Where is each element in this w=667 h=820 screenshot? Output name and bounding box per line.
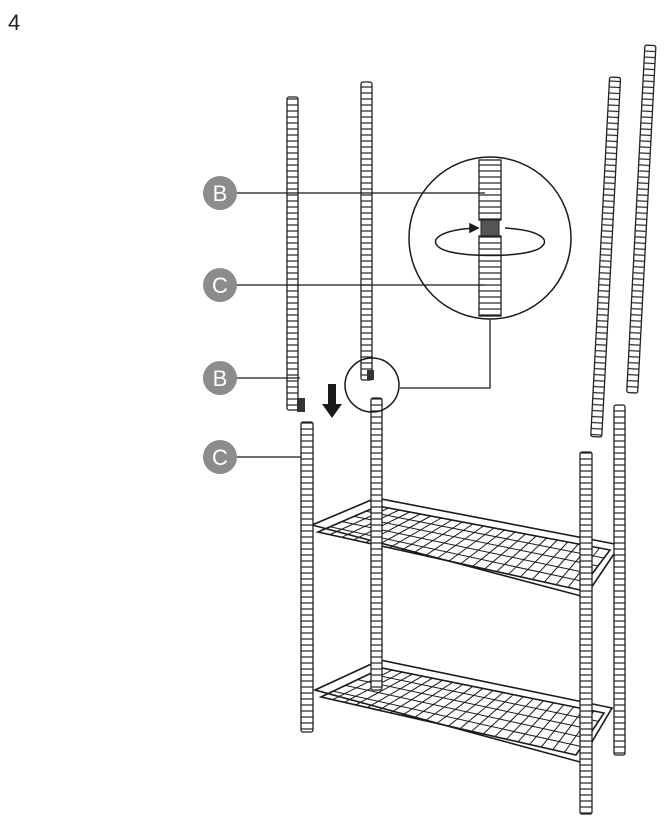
svg-text:B: B (213, 181, 228, 206)
upper-shelf (309, 497, 622, 598)
rotate-arrow-icon (434, 222, 546, 257)
post-right-lower-b (613, 404, 626, 756)
post-right-upper-b (626, 44, 657, 394)
post-left-upper (286, 96, 305, 412)
zoom-circle-icon (408, 156, 572, 320)
label-c-upper: C (203, 268, 237, 302)
post-right-lower-a (579, 451, 593, 815)
zoom-connector (400, 318, 491, 389)
post-left-lower (300, 421, 314, 733)
zoom-circle-small (344, 357, 400, 413)
svg-text:C: C (212, 445, 228, 470)
label-b-upper: B (203, 176, 237, 210)
lower-shelf (312, 659, 614, 763)
label-b-lower: B (203, 361, 237, 395)
label-c-lower: C (203, 440, 237, 474)
leader-lines (234, 192, 485, 458)
step-number: 4 (8, 10, 21, 35)
down-arrow-icon (322, 384, 342, 418)
svg-text:C: C (212, 273, 228, 298)
post-right-upper-a (590, 76, 622, 438)
post-center-lower (370, 397, 383, 691)
post-center-upper (360, 81, 374, 381)
svg-text:B: B (213, 366, 228, 391)
